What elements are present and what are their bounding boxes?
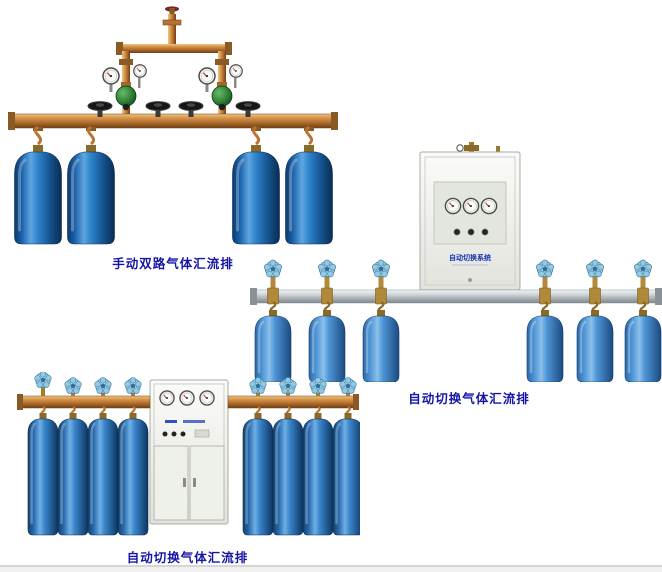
cabinet-label-mark [165,420,177,423]
pressure-gauge-icon [462,197,480,215]
indicator-knob-icon [162,431,168,437]
valve-knob-icon [94,376,112,394]
cabinet-lock-icon [468,278,472,282]
pressure-regulator-right [198,64,243,111]
valve-stations [34,370,357,396]
product-caption: 手动双路气体汇流排 [112,256,234,271]
valve-knob-icon [34,370,52,388]
indicator-knob-icon [453,228,461,236]
gas-cylinder [116,411,150,537]
cabinet-label: 自动切换系统 [449,253,491,262]
pressure-gauge-icon [229,64,243,78]
gas-cylinder [66,143,116,246]
product-caption: 自动切换气体汇流排 [408,391,530,406]
indicator-knob-icon [481,228,489,236]
manifold-pipe [8,112,338,131]
valve-stations [263,259,653,290]
indicator-knob-icon [180,431,186,437]
valve-knob-icon [309,376,327,394]
pressure-gauge-icon [133,64,147,78]
gas-cylinder [271,411,305,537]
valve-knob-icon [339,376,357,394]
pressure-gauge-icon [199,390,215,406]
valve-knob-icon [263,259,283,278]
gas-cylinder [26,411,60,537]
pressure-gauge-icon [444,197,462,215]
cabinet-inlet-pipe [456,142,500,154]
auto-switch-manifold-illustration: 自动切换系统 [250,142,662,384]
valve-knob-icon [317,259,337,278]
indicator-knob-icon [171,431,177,437]
valve-knob-icon [279,376,297,394]
valve-knob-icon [249,376,267,394]
gas-cylinder [575,308,615,384]
valve-knob-icon [64,376,82,394]
door-handle-icon [193,478,196,487]
door-handle-icon [183,478,186,487]
product-manual-dual-manifold: 手动双路气体汇流排 [8,6,338,272]
pressure-regulator-left [102,64,147,111]
pressure-gauge-icon [198,67,216,85]
product-auto-switch-manifold: 自动切换系统 [250,142,662,407]
auto-switch-manifold-2-illustration [17,370,365,537]
gas-cylinder [56,411,90,537]
valve-knob-icon [371,259,391,278]
cylinder-pigtails [33,125,314,146]
pressure-gauge-icon [159,390,175,406]
pressure-gauge-icon [179,390,195,406]
indicator-knob-icon [467,228,475,236]
switch-box [194,429,210,438]
manifold-rail [250,287,662,305]
gas-cylinder [241,411,275,537]
control-cabinet [149,379,229,525]
product-caption: 自动切换气体汇流排 [126,550,249,565]
pressure-gauge-icon [480,197,498,215]
valve-knob-icon [535,259,555,278]
valve-knob-icon [585,259,605,278]
manual-dual-manifold-illustration [8,6,338,246]
cabinet-label-mark [183,420,205,423]
valve-knob-icon [633,259,653,278]
gas-cylinder [301,411,335,537]
cabinet-sublabel-line [452,264,488,266]
cabinet-door [153,445,189,521]
gas-cylinder [361,308,401,384]
control-cabinet: 自动切换系统 [419,151,521,291]
gas-cylinder [623,308,662,384]
bottom-border [0,565,662,572]
valve-knob-icon [124,376,142,394]
gas-cylinder [13,143,63,246]
pressure-gauge-icon [102,67,120,85]
gas-cylinder [525,308,565,384]
manifold-pipe [17,394,359,410]
gas-cylinder [331,411,365,537]
gas-cylinder [86,411,120,537]
product-auto-switch-manifold-2: 自动切换气体汇流排 [15,370,365,566]
